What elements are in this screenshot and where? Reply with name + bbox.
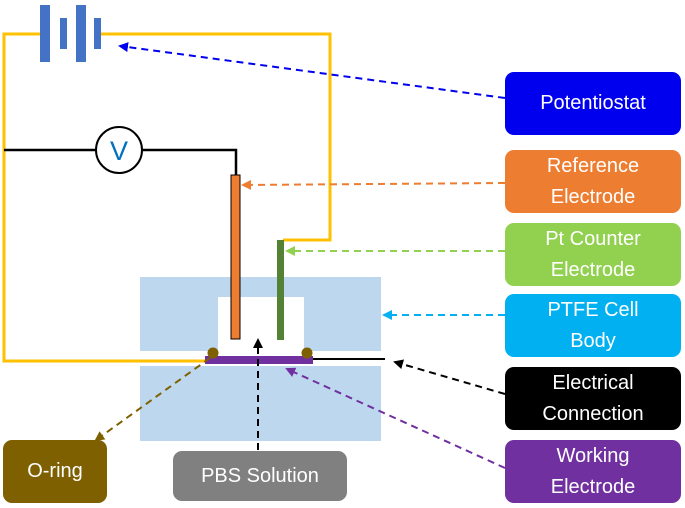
working-electrode-arrow: [285, 367, 506, 469]
electrical-connection-arrow: [393, 359, 506, 395]
label-ptfe-cell-body: PTFE Cell Body: [505, 294, 681, 357]
label-potentiostat: Potentiostat: [505, 72, 681, 135]
potentiostat-wire: [2, 32, 332, 363]
voltmeter-wire: [4, 148, 238, 175]
o-ring-right: [301, 347, 313, 359]
reference-electrode-arrow: [241, 179, 506, 190]
battery-icon: [40, 5, 101, 62]
voltmeter-icon: [95, 126, 143, 174]
label-pt-counter-electrode: Pt Counter Electrode: [505, 223, 681, 286]
counter-electrode-rod: [277, 240, 284, 340]
voltmeter-symbol: V: [110, 136, 128, 166]
label-o-ring: O-ring: [3, 440, 107, 503]
potentiostat-arrow: [118, 42, 506, 99]
cell-body-bottom: [140, 366, 381, 441]
label-pbs-solution: PBS Solution: [173, 451, 347, 501]
o-ring-left: [207, 347, 219, 359]
label-reference-electrode: Reference Electrode: [505, 150, 681, 213]
label-electrical-connection: Electrical Connection: [505, 367, 681, 430]
label-working-electrode: Working Electrode: [505, 440, 681, 503]
reference-electrode-rod: [230, 174, 241, 340]
